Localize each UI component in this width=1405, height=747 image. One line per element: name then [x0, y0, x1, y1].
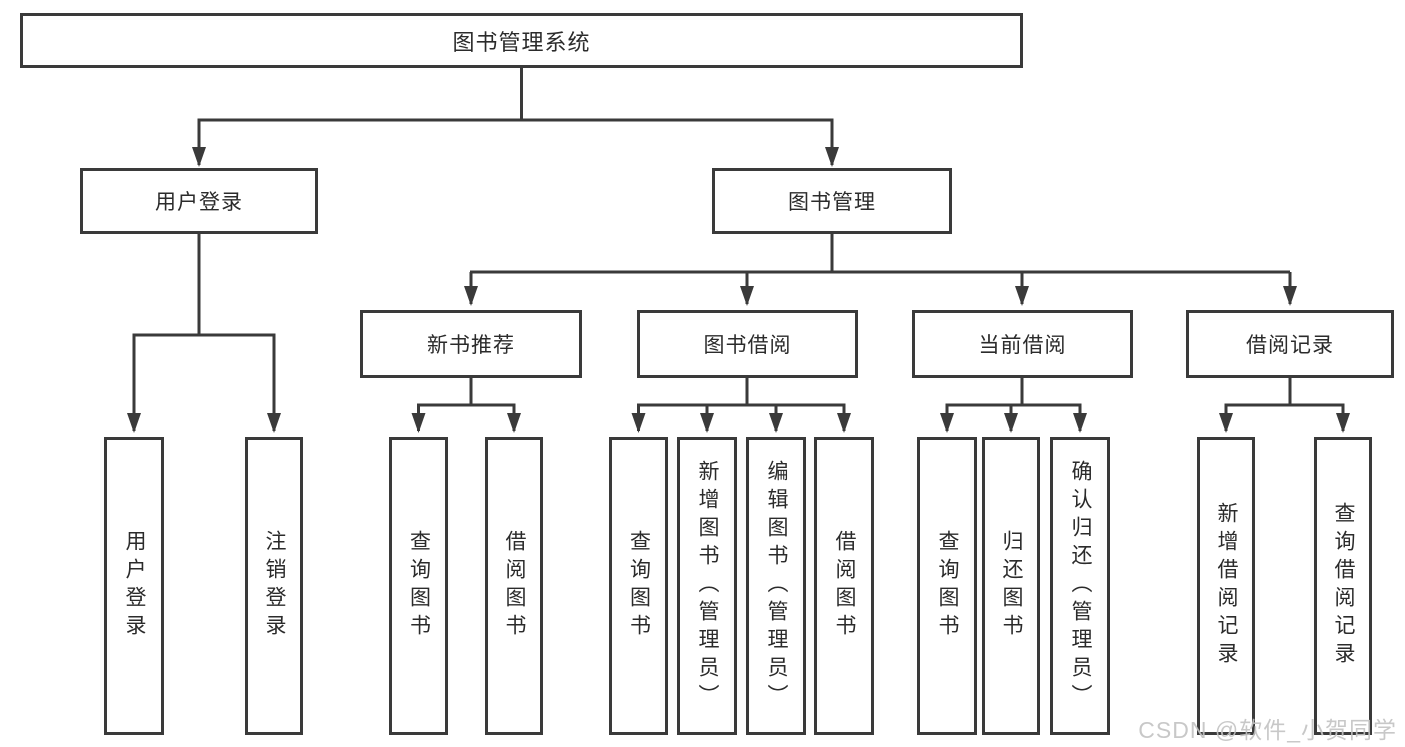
leaf-query-borrow-record: 查询借阅记录	[1314, 437, 1372, 735]
leaf-query-books-recommend: 查询图书	[389, 437, 448, 735]
leaf-add-borrow-record: 新增借阅记录	[1197, 437, 1255, 735]
leaf-borrow-books: 借阅图书	[814, 437, 874, 735]
node-library-management-system: 图书管理系统	[20, 13, 1023, 68]
leaf-query-books-current: 查询图书	[917, 437, 977, 735]
leaf-edit-book-admin: 编辑图书（管理员）	[746, 437, 806, 735]
watermark: CSDN @软件_小贺同学	[1138, 717, 1397, 743]
leaf-borrow-books-recommend: 借阅图书	[485, 437, 543, 735]
leaf-user-login: 用户登录	[104, 437, 164, 735]
node-new-book-recommend: 新书推荐	[360, 310, 582, 378]
leaf-add-book-admin: 新增图书（管理员）	[677, 437, 737, 735]
node-current-borrow: 当前借阅	[912, 310, 1133, 378]
leaf-confirm-return-admin: 确认归还（管理员）	[1050, 437, 1110, 735]
leaf-logout: 注销登录	[245, 437, 303, 735]
leaf-return-book: 归还图书	[982, 437, 1040, 735]
node-book-borrow: 图书借阅	[637, 310, 858, 378]
leaf-query-books-borrow: 查询图书	[609, 437, 668, 735]
node-book-management-branch: 图书管理	[712, 168, 952, 234]
node-user-login-branch: 用户登录	[80, 168, 318, 234]
node-borrow-records: 借阅记录	[1186, 310, 1394, 378]
